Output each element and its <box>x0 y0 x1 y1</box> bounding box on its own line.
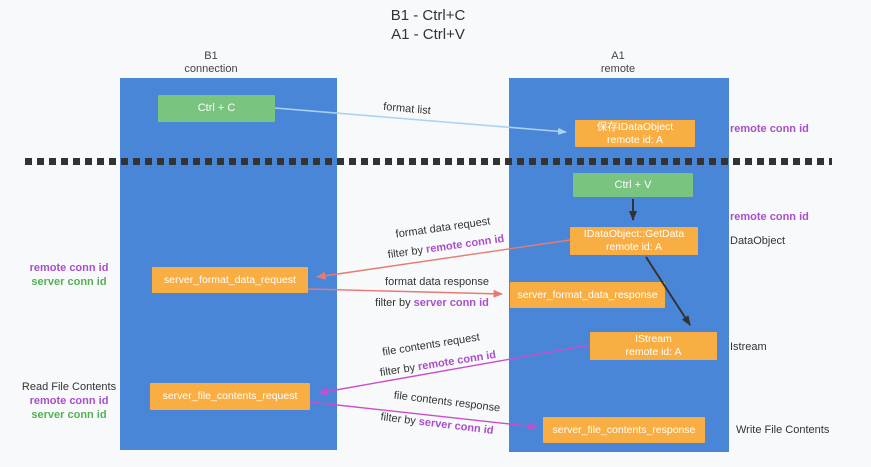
label-format-list: format list <box>382 100 432 118</box>
box-getdata-line1: IDataObject::GetData <box>583 228 685 240</box>
lifeline-header-b1: B1 connection <box>151 50 271 76</box>
phase-separator-dashed-line <box>25 158 832 165</box>
label-file-contents-response: file contents response <box>393 389 501 415</box>
box-idataobject-getdata: IDataObject::GetData remote id: A <box>570 227 698 255</box>
title-line-1: B1 - Ctrl+C <box>390 7 466 24</box>
filter-keyword-server: server conn id <box>418 415 495 437</box>
label-read-file-contents: Read File Contents <box>21 381 117 393</box>
box-server-file-contents-response: server_file_contents_response <box>543 417 705 443</box>
filter-keyword-remote: remote conn id <box>425 232 505 256</box>
lifeline-a1-name: A1 <box>611 50 625 62</box>
label-filter-by-server-2: filter by server conn id <box>380 411 494 437</box>
filter-keyword-server: server conn id <box>413 297 489 309</box>
filter-prefix: filter by <box>379 411 420 428</box>
filter-prefix: filter by <box>379 361 420 380</box>
label-remote-conn-id-top-right: remote conn id <box>730 123 809 135</box>
left-conn-id-group-file: Read File Contents remote conn id server… <box>11 380 127 422</box>
box-save-idataobject: 保存IDataObject remote id: A <box>575 120 695 147</box>
box-ctrl-c-label: Ctrl + C <box>197 102 236 114</box>
box-ctrl-c: Ctrl + C <box>158 95 275 122</box>
box-server-format-data-response: server_format_data_response <box>510 282 665 308</box>
title-line-2: A1 - Ctrl+V <box>391 26 465 43</box>
label-istream: Istream <box>730 341 767 353</box>
label-remote-conn-id-left-2: remote conn id <box>29 395 109 407</box>
box-save-idataobject-line2: remote id: A <box>606 133 664 146</box>
box-istream-line2: remote id: A <box>625 346 682 358</box>
lifeline-header-a1: A1 remote <box>558 50 678 76</box>
filter-prefix: filter by <box>375 297 414 309</box>
box-format-request-label: server_format_data_request <box>164 273 296 286</box>
lifeline-b1-name: B1 <box>204 50 218 62</box>
box-istream: IStream remote id: A <box>590 332 717 360</box>
box-server-format-data-request: server_format_data_request <box>152 267 308 293</box>
box-file-response-label: server_file_contents_response <box>552 423 696 436</box>
box-istream-line1: IStream <box>635 333 672 345</box>
box-getdata-line2: remote id: A <box>605 241 663 253</box>
box-ctrl-v: Ctrl + V <box>573 173 693 197</box>
filter-keyword-remote: remote conn id <box>417 348 497 374</box>
label-filter-by-server-1: filter by server conn id <box>375 297 489 309</box>
label-format-data-response: format data response <box>385 276 489 288</box>
box-ctrl-v-label: Ctrl + V <box>614 178 652 191</box>
arrow-format-data-response <box>307 288 503 298</box>
box-server-file-contents-request: server_file_contents_request <box>150 383 310 410</box>
label-server-conn-id-left-1: server conn id <box>31 276 107 288</box>
left-conn-id-group-format: remote conn id server conn id <box>11 261 127 289</box>
box-format-response-label: server_format_data_response <box>517 288 658 301</box>
label-remote-conn-id-mid-right: remote conn id <box>730 211 809 223</box>
label-remote-conn-id-left-1: remote conn id <box>29 262 109 274</box>
lifeline-b1-role: connection <box>184 63 238 75</box>
diagram-title: B1 - Ctrl+C A1 - Ctrl+V <box>278 6 578 44</box>
box-file-request-label: server_file_contents_request <box>162 390 298 402</box>
label-write-file-contents: Write File Contents <box>736 424 830 436</box>
lifeline-a1-role: remote <box>600 63 636 75</box>
filter-prefix: filter by <box>387 243 427 262</box>
label-dataobject: DataObject <box>730 235 786 247</box>
label-server-conn-id-left-2: server conn id <box>31 409 107 421</box>
box-save-idataobject-line1: 保存IDataObject <box>596 120 674 133</box>
